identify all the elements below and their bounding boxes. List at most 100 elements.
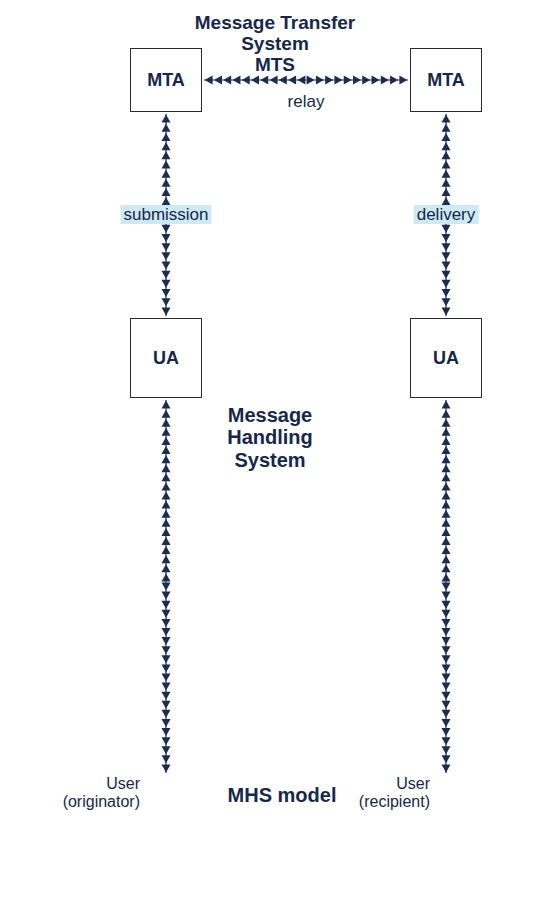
arrow-head (162, 124, 171, 132)
arrow-head (442, 655, 451, 663)
text-holder: Message Transfer System (185, 12, 365, 55)
arrow-head (242, 76, 250, 85)
arrow-head (442, 755, 451, 763)
arrow-head (442, 573, 451, 581)
arrow-head (288, 76, 296, 85)
arrow-head (442, 437, 451, 445)
model-caption: MHS model (182, 784, 382, 806)
arrow-head (162, 746, 171, 754)
arrow-head (162, 719, 171, 727)
arrow-head (162, 519, 171, 527)
arrow-head (162, 262, 171, 270)
arrow-head (270, 76, 278, 85)
arrow-head (162, 473, 171, 481)
text-holder: MTS (185, 54, 365, 75)
arrow-head (442, 501, 451, 509)
arrow-head (442, 161, 451, 169)
arrow-head (162, 737, 171, 745)
arrow-head (442, 519, 451, 527)
arrow-head (442, 124, 451, 132)
arrow-head (162, 225, 171, 233)
system-panel: MTAMTAMessage Transfer SystemMTSUAUAMess… (8, 8, 541, 605)
arrow-head (442, 537, 451, 545)
arrow-head (442, 701, 451, 709)
arrow-head (162, 564, 171, 572)
arrow-head (232, 76, 240, 85)
arrow-head (162, 188, 171, 196)
arrow-head (442, 401, 451, 409)
edge-label: delivery (414, 205, 479, 224)
arrow-head (442, 262, 451, 270)
arrow-head (442, 673, 451, 681)
arrow-head (442, 464, 451, 472)
arrow-head (162, 446, 171, 454)
arrow-head (297, 76, 305, 85)
arrow-head (162, 664, 171, 672)
user-station: User (originator) (50, 775, 250, 898)
arrow-head (162, 271, 171, 279)
arrow-head (442, 619, 451, 627)
system-panel-fill (8, 8, 541, 605)
arrow-head (162, 628, 171, 636)
agent-name: MTA (427, 70, 465, 90)
arrow-head (442, 683, 451, 691)
arrow-head (442, 225, 451, 233)
arrow-head (442, 428, 451, 436)
agent-name: UA (433, 348, 459, 368)
arrow-head (442, 455, 451, 463)
arrow-head (442, 610, 451, 618)
edge-label: relay (285, 92, 328, 111)
arrow-head (390, 76, 398, 85)
agent-box: MTA (130, 48, 202, 112)
user-station: User (recipient) (350, 775, 530, 898)
arrow-head (162, 637, 171, 645)
arrow-head (162, 528, 171, 536)
arrow-head (442, 280, 451, 288)
mts-ellipse: MTAMTAMessage Transfer SystemMTS (30, 8, 520, 190)
arrow-head (162, 298, 171, 306)
arrow-head (442, 719, 451, 727)
arrow-head (334, 76, 342, 85)
edge-label-holder: relay (285, 92, 328, 112)
arrow-head (162, 464, 171, 472)
text-holder: User (originator) (50, 775, 140, 811)
arrow-head (162, 401, 171, 409)
arrow-head (442, 528, 451, 536)
arrow-chain (204, 76, 408, 85)
arrow-head (162, 428, 171, 436)
arrow-head (442, 473, 451, 481)
arrow-head (442, 664, 451, 672)
arrow-head (442, 492, 451, 500)
arrow-head (442, 271, 451, 279)
arrow-head (251, 76, 259, 85)
arrow-head (442, 419, 451, 427)
arrow-head (442, 188, 451, 196)
arrow-head (442, 592, 451, 600)
text-holder: User (recipient) (350, 775, 430, 811)
arrow-head (162, 410, 171, 418)
arrow-head (442, 170, 451, 178)
arrow-head (162, 710, 171, 718)
arrow-head (353, 76, 361, 85)
arrow-head (162, 692, 171, 700)
agent-name: MTA (147, 70, 185, 90)
edge-label: submission (120, 205, 211, 224)
arrow-head (162, 673, 171, 681)
arrow-head (325, 76, 333, 85)
arrow-head (442, 628, 451, 636)
arrow-head (162, 728, 171, 736)
arrow-head (162, 583, 171, 591)
arrow-head (162, 601, 171, 609)
arrow-head (260, 76, 268, 85)
arrow-head (205, 76, 213, 85)
arrow-head (442, 637, 451, 645)
arrow-head (344, 76, 352, 85)
user-label: User (originator) (50, 775, 140, 811)
arrow-head (162, 170, 171, 178)
arrow-head (162, 243, 171, 251)
arrow-head (442, 234, 451, 242)
arrow-head (442, 243, 451, 251)
arrow-head (162, 610, 171, 618)
arrow-head (442, 510, 451, 518)
arrow-head (162, 764, 171, 772)
